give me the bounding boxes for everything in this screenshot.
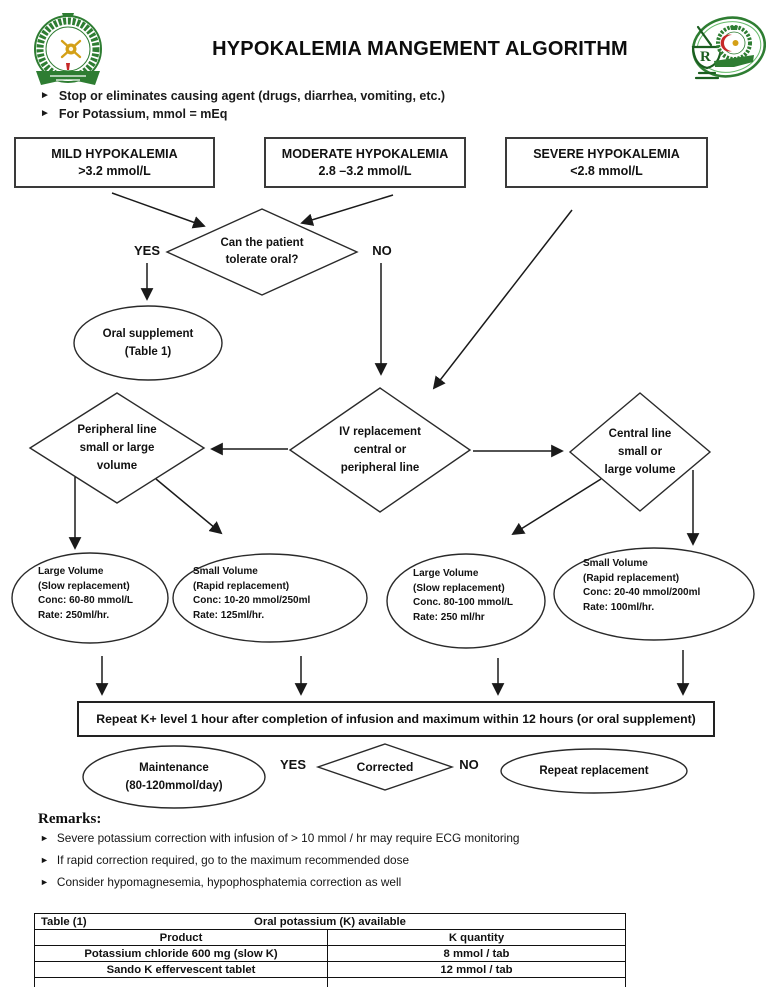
product-cell: Sando K effervescent tablet: [106, 963, 256, 976]
iv-replacement-diamond: [288, 387, 472, 513]
pharmacy-logo: R: [691, 16, 766, 80]
no-label-oral: NO: [372, 243, 392, 258]
table-title-row: Table (1) Oral potassium (K) available: [35, 914, 625, 930]
mild-hypokalemia-box: MILD HYPOKALEMIA >3.2 mmol/L: [14, 137, 215, 188]
central-large-ellipse: [386, 553, 546, 649]
note-text: Stop or eliminates causing agent (drugs,…: [58, 88, 446, 103]
arrow-central-to-large: [511, 478, 602, 536]
table-title: Oral potassium (K) available: [254, 915, 406, 928]
remark-line-1: ► Severe potassium correction with infus…: [40, 830, 520, 846]
product-cell: Potassium chloride 600 mg (slow K): [84, 947, 278, 960]
note-text: For Potassium, mmol = mEq: [58, 106, 228, 121]
central-large-volume-text: Large Volume (Slow replacement) Conc. 80…: [413, 568, 514, 623]
triangle-bullet-icon: ►: [40, 854, 49, 865]
table-row: Potassium chloride 600 mg (slow K) 8 mmo…: [35, 946, 625, 962]
peripheral-line-decision-text: Peripheral line small or large volume: [77, 424, 157, 472]
moderate-hypokalemia-box: MODERATE HYPOKALEMIA 2.8 –3.2 mmol/L: [264, 137, 466, 188]
yes-label-corrected: YES: [279, 757, 306, 772]
triangle-bullet-icon: ►: [40, 107, 50, 119]
peripheral-large-volume-text: Large Volume (Slow replacement) Conc: 60…: [38, 566, 134, 621]
oral-supplement-ellipse: [73, 305, 223, 381]
arrow-peripheral-to-small: [155, 478, 223, 535]
maintenance-ellipse: [82, 745, 266, 809]
arrow-severe-to-iv: [432, 209, 573, 390]
triangle-bullet-icon: ►: [40, 89, 50, 101]
svg-text:R: R: [700, 49, 711, 65]
oral-potassium-table: Table (1) Oral potassium (K) available P…: [34, 913, 626, 987]
page-title: HYPOKALEMIA MANGEMENT ALGORITHM: [212, 37, 628, 60]
corrected-diamond: [315, 743, 455, 791]
arrow-mild-to-oral-decision: [111, 192, 206, 229]
oral-supplement-text: Oral supplement (Table 1): [102, 328, 194, 358]
remark-line-2: ► If rapid correction required, go to th…: [40, 852, 409, 868]
central-line-diamond: [568, 392, 712, 512]
tolerate-oral-decision-text: Can the patient tolerate oral?: [220, 237, 304, 266]
armed-forces-medical-logo: [34, 13, 102, 85]
repeat-replacement-text: Repeat replacement: [539, 765, 649, 777]
peripheral-large-ellipse: [11, 552, 169, 644]
yes-label-oral: YES: [133, 243, 160, 258]
quantity-cell: 12 mmol / tab: [327, 962, 625, 977]
remark-text: Severe potassium correction with infusio…: [56, 831, 520, 845]
column-header-product: Product: [159, 931, 203, 944]
corrected-decision-text: Corrected: [356, 760, 414, 774]
table-label: Table (1): [41, 915, 87, 928]
quantity-cell: 8 mmol / tab: [327, 946, 625, 961]
peripheral-small-ellipse: [172, 553, 368, 643]
table-partial-row: [35, 978, 625, 987]
repeat-replacement-ellipse: [500, 748, 688, 794]
remark-text: If rapid correction required, go to the …: [56, 853, 410, 867]
triangle-bullet-icon: ►: [40, 832, 49, 843]
central-line-decision-text: Central line small or large volume: [604, 428, 676, 476]
peripheral-small-volume-text: Small Volume (Rapid replacement) Conc: 1…: [193, 566, 311, 621]
iv-replacement-decision-text: IV replacement central or peripheral lin…: [339, 426, 421, 474]
peripheral-line-diamond: [28, 392, 206, 504]
table-header-row: Product K quantity: [35, 930, 625, 946]
triangle-bullet-icon: ►: [40, 876, 49, 887]
no-label-corrected: NO: [459, 757, 479, 772]
arrow-moderate-to-oral-decision: [300, 194, 394, 226]
note-line-1: ► Stop or eliminates causing agent (drug…: [40, 87, 445, 104]
repeat-k-level-box: Repeat K+ level 1 hour after completion …: [77, 701, 715, 737]
severe-hypokalemia-box: SEVERE HYPOKALEMIA <2.8 mmol/L: [505, 137, 708, 188]
note-line-2: ► For Potassium, mmol = mEq: [40, 105, 227, 122]
remark-text: Consider hypomagnesemia, hypophosphatemi…: [56, 875, 402, 889]
tolerate-oral-diamond: [165, 208, 359, 296]
remark-line-3: ► Consider hypomagnesemia, hypophosphate…: [40, 874, 401, 890]
table-row: Sando K effervescent tablet 12 mmol / ta…: [35, 962, 625, 978]
central-small-ellipse: [553, 547, 755, 641]
maintenance-text: Maintenance (80-120mmol/day): [125, 762, 223, 792]
column-header-k-quantity: K quantity: [327, 930, 625, 945]
central-small-volume-text: Small Volume (Rapid replacement) Conc: 2…: [583, 558, 701, 613]
remarks-heading: Remarks:: [38, 811, 102, 827]
